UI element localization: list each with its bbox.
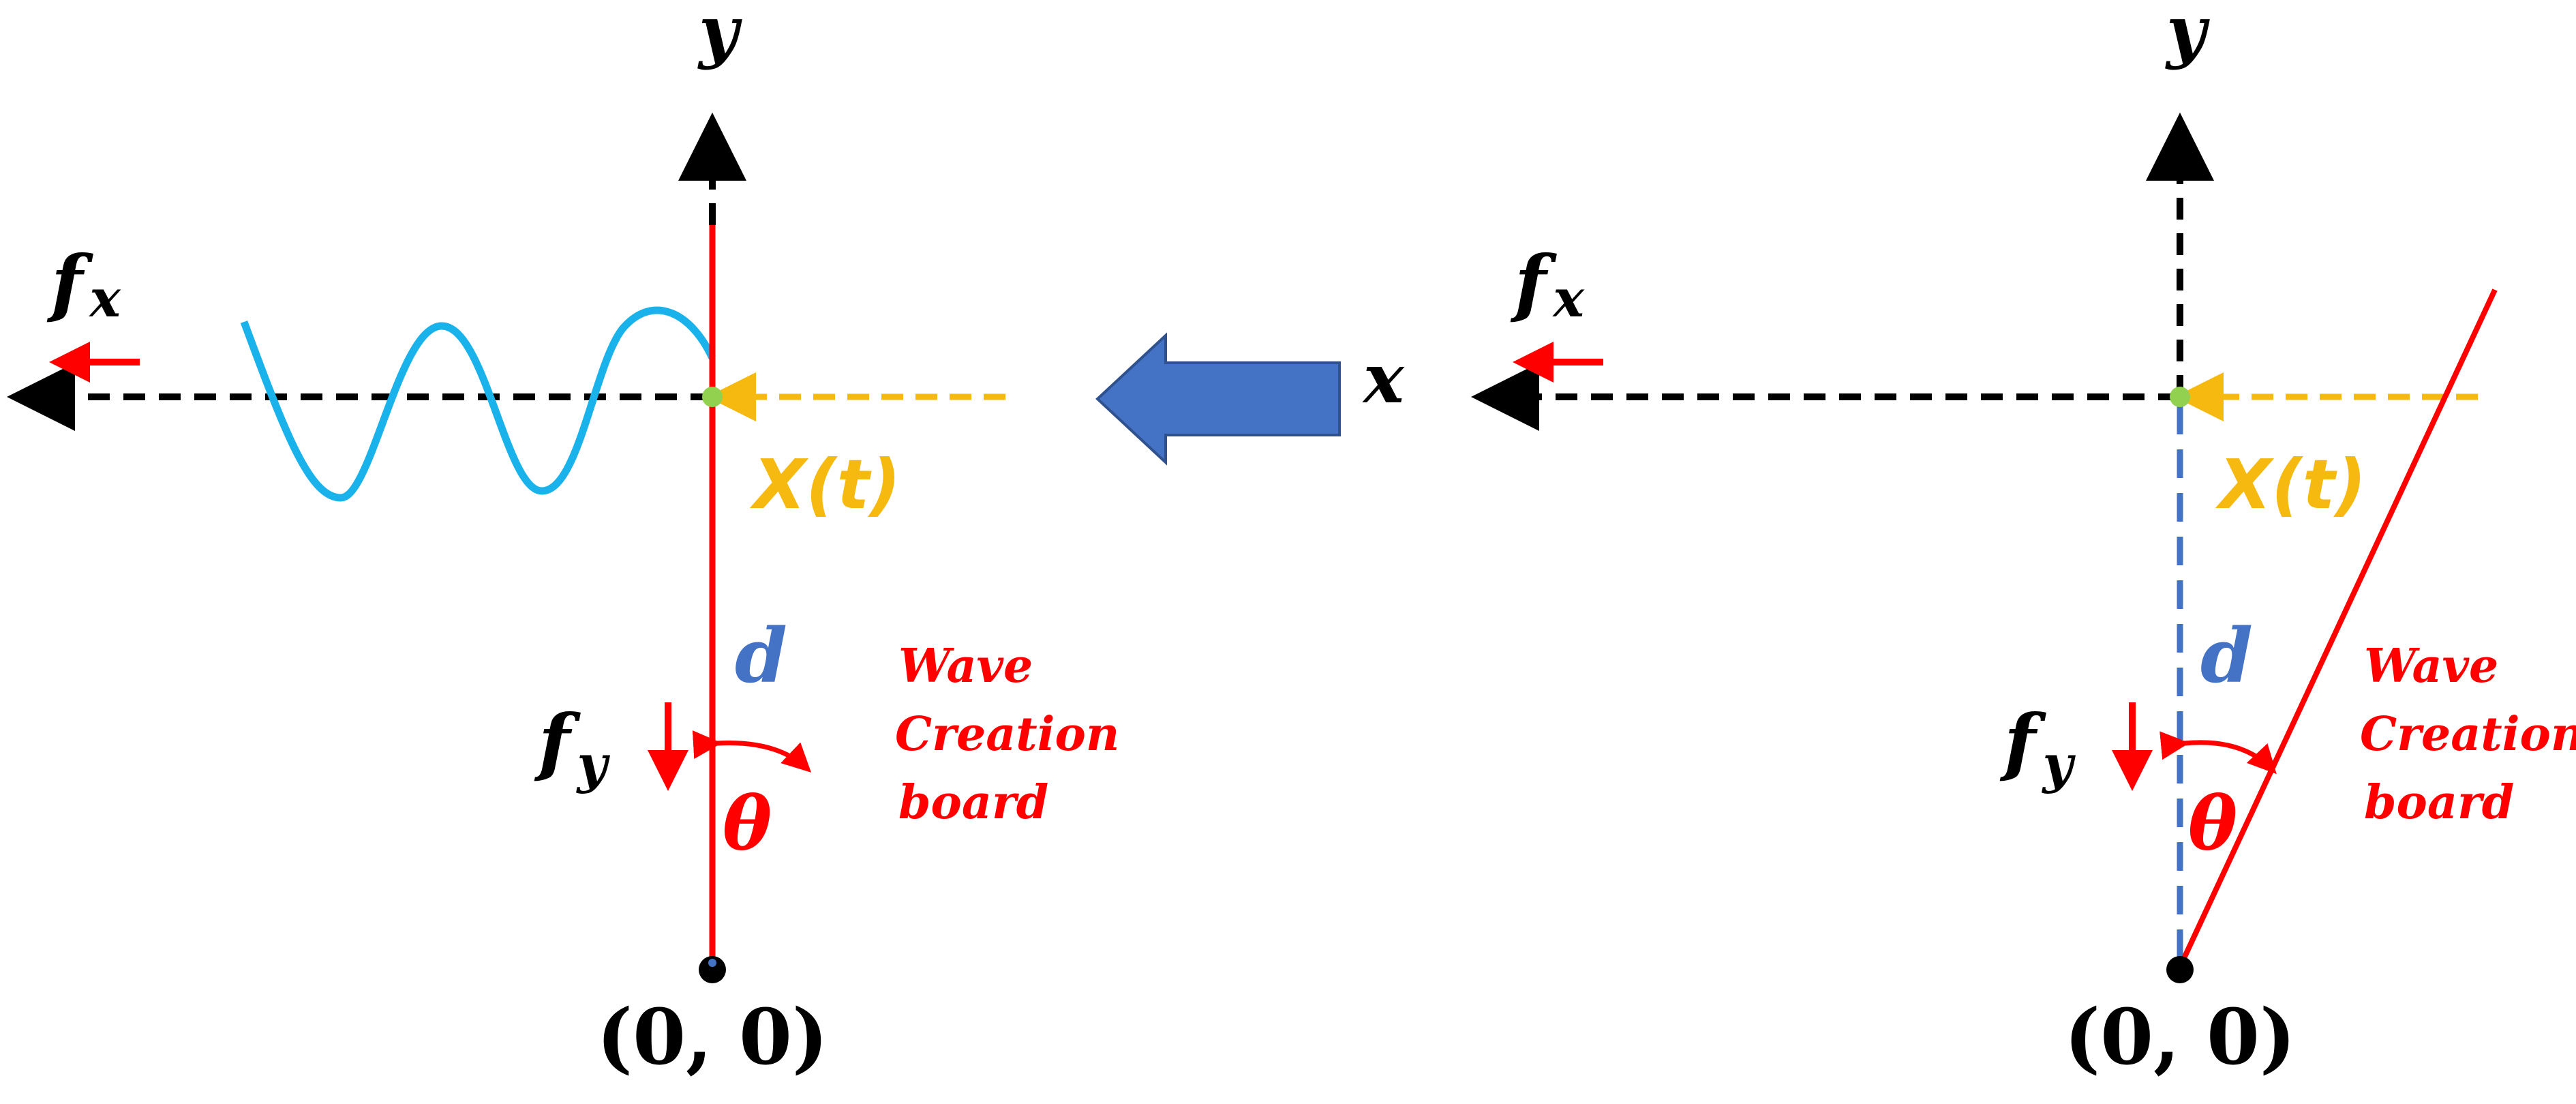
left-theta-label: θ	[723, 781, 772, 867]
left-theta-arc	[692, 730, 812, 773]
middle-transition: x	[1095, 332, 1405, 466]
right-origin-dot	[2166, 956, 2194, 983]
left-origin-dot-inner	[708, 959, 716, 967]
left-y-label: y	[697, 0, 742, 71]
right-y-label: y	[2165, 0, 2210, 71]
left-board-label-3: board	[898, 775, 1048, 830]
left-xt-label: X(t)	[749, 445, 900, 524]
right-xt-label: X(t)	[2215, 445, 2366, 524]
right-board-label-1: Wave	[2364, 639, 2498, 693]
middle-x-label: x	[1362, 338, 1405, 419]
left-pivot-dot	[702, 387, 723, 407]
right-origin-label: (0, 0)	[2064, 993, 2296, 1082]
right-pivot-dot	[2170, 387, 2190, 407]
right-d-label: d	[2200, 612, 2253, 700]
right-board-label-2: Creation	[2360, 707, 2576, 762]
left-board-label-2: Creation	[895, 707, 1119, 762]
left-origin-label: (0, 0)	[596, 993, 828, 1082]
left-d-label: d	[735, 612, 787, 700]
left-board-label-1: Wave	[898, 639, 1033, 693]
right-wave-board	[2177, 288, 2498, 968]
left-arrow-icon	[1095, 332, 1341, 466]
right-board-label-3: board	[2364, 775, 2514, 830]
left-origin-dot	[699, 956, 726, 983]
right-theta-arc	[2160, 731, 2277, 775]
left-wave	[240, 306, 716, 502]
right-theta-label: θ	[2188, 781, 2237, 867]
